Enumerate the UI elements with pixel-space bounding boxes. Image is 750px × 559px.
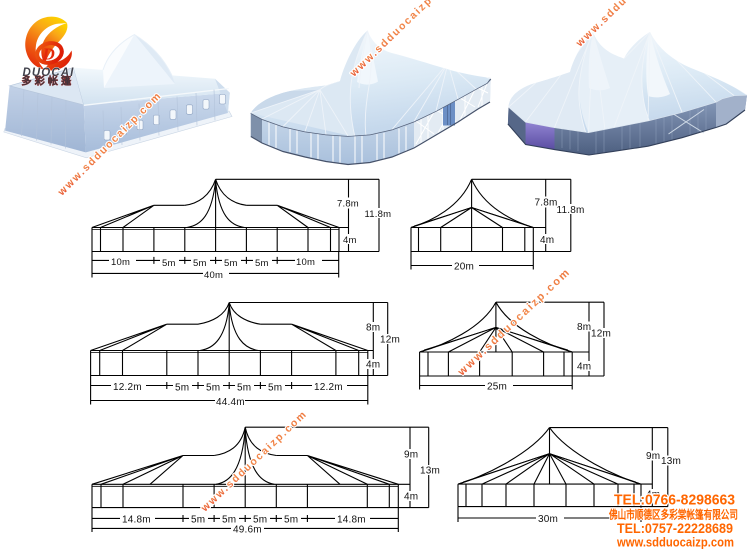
svg-text:佛山市顺德区多彩棠帐篷有限公司: 佛山市顺德区多彩棠帐篷有限公司 — [608, 508, 738, 522]
svg-text:8m: 8m — [366, 323, 380, 334]
svg-text:5m: 5m — [191, 515, 205, 526]
svg-text:5m: 5m — [175, 383, 189, 394]
svg-text:8m: 8m — [577, 322, 591, 333]
svg-text:10m: 10m — [111, 257, 130, 268]
svg-text:10m: 10m — [296, 257, 315, 268]
svg-text:5m: 5m — [253, 515, 267, 526]
svg-text:14.8m: 14.8m — [122, 515, 151, 526]
svg-text:12.2m: 12.2m — [314, 382, 343, 393]
svg-text:5m: 5m — [255, 258, 269, 269]
svg-text:20m: 20m — [454, 262, 474, 273]
svg-text:TEL:0766-8298663: TEL:0766-8298663 — [614, 493, 735, 509]
svg-text:5m: 5m — [224, 258, 238, 269]
svg-text:5m: 5m — [162, 258, 176, 269]
svg-text:9m: 9m — [646, 451, 660, 462]
svg-text:7.8m: 7.8m — [535, 198, 558, 209]
svg-text:5m: 5m — [268, 383, 282, 394]
svg-text:25m: 25m — [487, 382, 507, 393]
svg-text:5m: 5m — [206, 383, 220, 394]
svg-text:12m: 12m — [591, 329, 611, 340]
svg-text:4m: 4m — [646, 490, 660, 501]
svg-text:12m: 12m — [380, 335, 400, 346]
svg-text:www.sdduocaizp.com: www.sdduocaizp.com — [198, 408, 310, 515]
svg-text:4m: 4m — [366, 360, 380, 371]
svg-text:40m: 40m — [204, 270, 223, 281]
svg-text:5m: 5m — [193, 258, 207, 269]
svg-text:7.8m: 7.8m — [337, 199, 359, 210]
svg-text:D: D — [42, 45, 55, 64]
svg-text:4m: 4m — [577, 362, 591, 373]
svg-text:13m: 13m — [420, 466, 440, 477]
svg-text:多彩帐篷: 多彩帐篷 — [22, 75, 75, 88]
svg-text:4m: 4m — [404, 492, 418, 503]
svg-text:5m: 5m — [237, 383, 251, 394]
svg-text:4m: 4m — [540, 235, 554, 246]
svg-text:9m: 9m — [404, 450, 418, 461]
svg-text:DUOCAI: DUOCAI — [23, 67, 75, 79]
svg-text:11.8m: 11.8m — [365, 209, 392, 220]
svg-text:www.sdduocaizp.com: www.sdduocaizp.com — [616, 536, 734, 550]
svg-text:TEL:0757-22228689: TEL:0757-22228689 — [617, 520, 733, 536]
svg-text:5m: 5m — [222, 515, 236, 526]
svg-text:49.6m: 49.6m — [233, 525, 262, 536]
svg-text:13m: 13m — [661, 456, 681, 467]
svg-text:12.2m: 12.2m — [113, 382, 142, 393]
svg-text:30m: 30m — [538, 514, 558, 525]
svg-text:14.8m: 14.8m — [337, 515, 366, 526]
svg-text:11.8m: 11.8m — [557, 205, 585, 216]
svg-text:44.4m: 44.4m — [216, 397, 245, 408]
svg-text:www.sdduocaizp.com: www.sdduocaizp.com — [455, 266, 573, 379]
svg-text:4m: 4m — [343, 235, 357, 246]
svg-text:5m: 5m — [284, 515, 298, 526]
